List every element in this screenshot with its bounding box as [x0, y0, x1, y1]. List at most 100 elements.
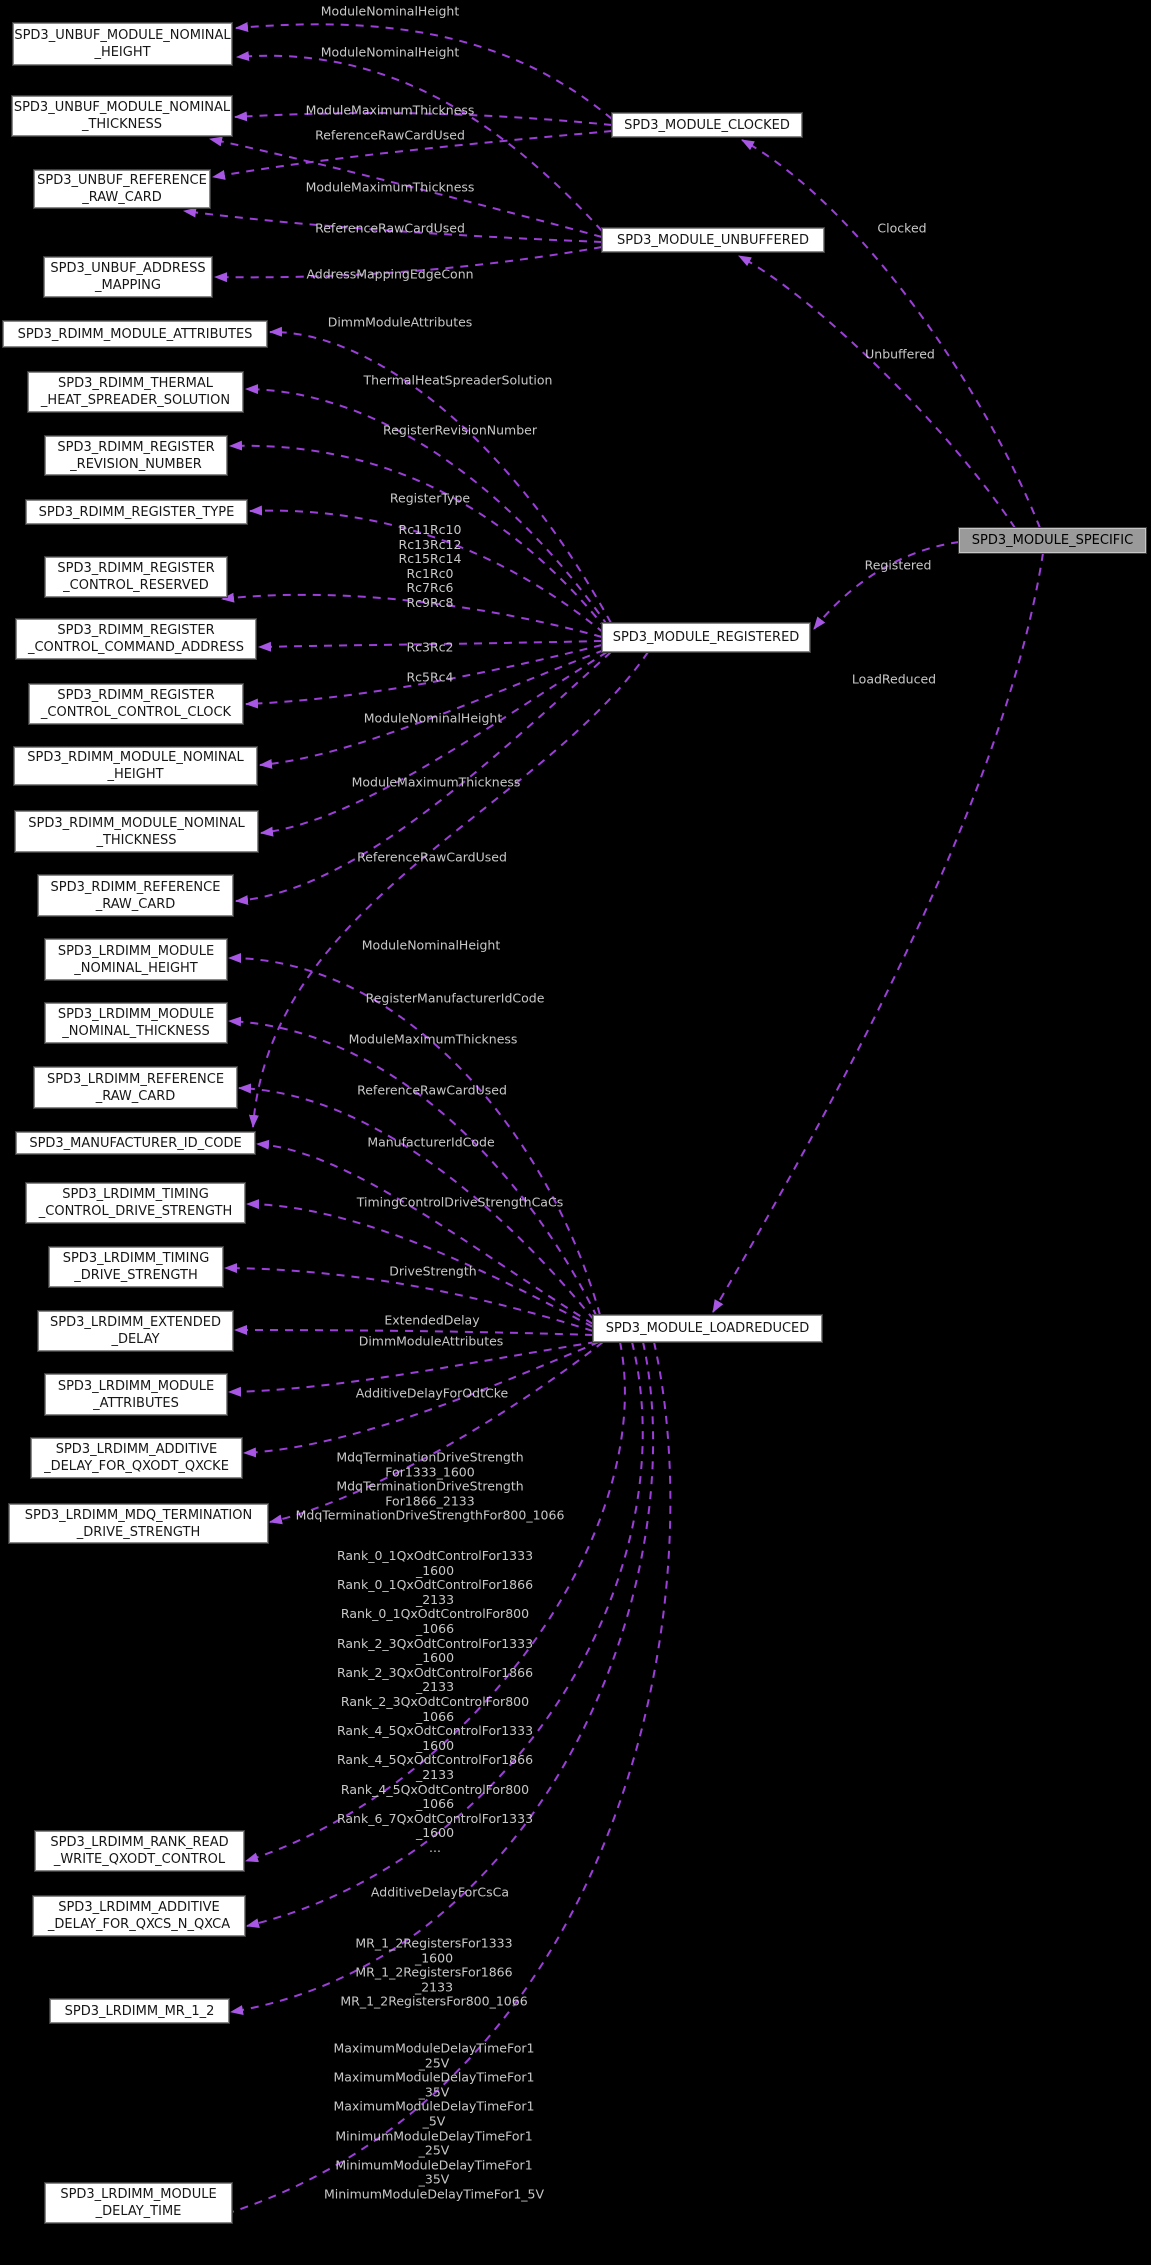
edge-registered-module-nominal-height	[259, 649, 605, 769]
node-label-line: _WRITE_QXODT_CONTROL	[53, 1852, 226, 1867]
node-label-line: _HEAT_SPREADER_SOLUTION	[40, 393, 231, 408]
node-label-line: SPD3_MODULE_SPECIFIC	[971, 533, 1134, 548]
node-spd3-lrdimm-additive-delay-for-qxcs-n-qxca[interactable]: SPD3_LRDIMM_ADDITIVE_DELAY_FOR_QXCS_N_QX…	[33, 1896, 245, 1936]
edge-unbuffered-reference-raw-card-used	[183, 207, 603, 243]
edge-label-loadreduced-timing-control-drive-strength: TimingControlDriveStrengthCaCs	[356, 1194, 564, 1210]
edge-loadreduced-extended-delay	[234, 1325, 594, 1336]
node-label-line: SPD3_RDIMM_MODULE_NOMINAL	[28, 815, 245, 831]
edge-label-registered-module-maximum-thickness: ModuleMaximumThickness	[351, 774, 521, 790]
edge-clocked-reference-raw-card-used	[212, 130, 613, 180]
node-label-line: SPD3_RDIMM_REGISTER	[57, 688, 215, 703]
node-label-line: _CONTROL_RESERVED	[63, 578, 209, 593]
edge-label-loadreduced-mdq-termination-drive-strength: MdqTerminationDriveStrength For1333_1600…	[295, 1449, 565, 1523]
edge-registered-register-type	[249, 505, 605, 634]
node-spd3-rdimm-module-nominal-thickness[interactable]: SPD3_RDIMM_MODULE_NOMINAL_THICKNESS	[15, 811, 258, 852]
node-spd3-module-loadreduced[interactable]: SPD3_MODULE_LOADREDUCED	[593, 1315, 822, 1342]
node-label-line: _MAPPING	[95, 278, 161, 293]
node-spd3-lrdimm-module-delay-time[interactable]: SPD3_LRDIMM_MODULE_DELAY_TIME	[45, 2183, 232, 2223]
node-label-line: SPD3_RDIMM_REGISTER	[57, 439, 215, 455]
node-spd3-rdimm-thermal-heat-spreader-solution[interactable]: SPD3_RDIMM_THERMAL_HEAT_SPREADER_SOLUTIO…	[28, 372, 243, 412]
node-label-line: _CONTROL_DRIVE_STRENGTH	[38, 1204, 233, 1219]
node-spd3-unbuf-reference-raw-card[interactable]: SPD3_UNBUF_REFERENCE_RAW_CARD	[34, 170, 210, 208]
node-spd3-rdimm-register-control-reserved[interactable]: SPD3_RDIMM_REGISTER_CONTROL_RESERVED	[45, 557, 227, 597]
edge-registered-thermal-heat-spreader-solution	[245, 384, 609, 627]
edge-label-registered-rc3rc2: Rc3Rc2	[406, 639, 454, 655]
node-spd3-rdimm-register-control-command-address[interactable]: SPD3_RDIMM_REGISTER _CONTROL_COMMAND_ADDR…	[16, 619, 256, 659]
node-spd3-lrdimm-mdq-termination-drive-strength[interactable]: SPD3_LRDIMM_MDQ_TERMINATION_DRIVE_STRENG…	[9, 1504, 268, 1543]
node-spd3-rdimm-module-nominal-height[interactable]: SPD3_RDIMM_MODULE_NOMINAL_HEIGHT	[14, 747, 257, 785]
node-spd3-rdimm-reference-raw-card[interactable]: SPD3_RDIMM_REFERENCE_RAW_CARD	[38, 875, 233, 916]
edge-loadreduced-module-delay-time	[198, 1341, 672, 2224]
node-spd3-unbuf-module-nominal-height[interactable]: SPD3_UNBUF_MODULE_NOMINAL_HEIGHT	[13, 23, 232, 65]
node-spd3-rdimm-register-type[interactable]: SPD3_RDIMM_REGISTER_TYPE	[26, 500, 247, 524]
node-spd3-lrdimm-additive-delay-for-qxodt-qxcke[interactable]: SPD3_LRDIMM_ADDITIVE _DELAY_FOR_QXODT_QXC…	[31, 1438, 242, 1478]
node-label-line: SPD3_LRDIMM_MDQ_TERMINATION	[24, 1507, 253, 1523]
node-label-line: _DRIVE_STRENGTH	[74, 1268, 198, 1283]
edge-specific-registered	[813, 541, 960, 630]
edge-specific-loadreduced	[712, 552, 1044, 1313]
edge-label-specific-registered: Registered	[864, 557, 932, 573]
node-spd3-module-specific[interactable]: SPD3_MODULE_SPECIFIC	[959, 528, 1146, 553]
node-label-line: SPD3_LRDIMM_ADDITIVE	[55, 1442, 218, 1457]
node-label-line: _DRIVE_STRENGTH	[76, 1524, 201, 1540]
edge-label-loadreduced-additive-delay-for-odt-cke: AdditiveDelayForOdtCke	[355, 1385, 509, 1401]
edge-clocked-module-nominal-height	[235, 22, 613, 120]
node-label-line: SPD3_LRDIMM_MODULE	[57, 1378, 215, 1394]
node-spd3-lrdimm-extended-delay[interactable]: SPD3_LRDIMM_EXTENDED_DELAY	[38, 1311, 233, 1351]
node-label-line: SPD3_LRDIMM_MODULE	[60, 2187, 217, 2202]
edge-label-unbuffered-module-maximum-thickness: ModuleMaximumThickness	[305, 179, 475, 195]
edge-registered-register-revision-number	[229, 440, 607, 630]
node-spd3-lrdimm-mr-1-2[interactable]: SPD3_LRDIMM_MR_1_2	[50, 1999, 229, 2023]
edge-registered-rc-reserved	[221, 592, 603, 638]
edge-registered-rc5rc4	[245, 644, 603, 709]
edge-label-unbuffered-address-mapping-edge-conn: AddressMappingEdgeConn	[306, 266, 474, 282]
node-label-line: SPD3_MODULE_CLOCKED	[624, 117, 790, 133]
node-label-line: SPD3_LRDIMM_EXTENDED	[50, 1315, 221, 1330]
node-label-line: SPD3_RDIMM_MODULE_ATTRIBUTES	[17, 326, 253, 342]
node-spd3-lrdimm-rank-read-write-qxodt-control[interactable]: SPD3_LRDIMM_RANK_READ_WRITE_QXODT_CONTRO…	[35, 1831, 244, 1871]
edge-registered-reference-raw-card-used	[235, 651, 612, 906]
node-spd3-rdimm-module-attributes[interactable]: SPD3_RDIMM_MODULE_ATTRIBUTES	[3, 321, 267, 347]
node-label-line: SPD3_LRDIMM_MR_1_2	[64, 2003, 215, 2019]
node-label-line: _NOMINAL_HEIGHT	[74, 960, 198, 976]
node-spd3-module-registered[interactable]: SPD3_MODULE_REGISTERED	[602, 623, 810, 652]
node-label-line: SPD3_RDIMM_REGISTER	[57, 623, 215, 638]
edge-label-specific-loadreduced: LoadReduced	[851, 671, 937, 687]
node-spd3-module-clocked[interactable]: SPD3_MODULE_CLOCKED	[612, 113, 802, 137]
edge-label-registered-register-revision-number: RegisterRevisionNumber	[383, 422, 537, 438]
node-label-line: _DELAY_FOR_QXODT_QXCKE	[44, 1459, 229, 1474]
node-spd3-lrdimm-module-nominal-height[interactable]: SPD3_LRDIMM_MODULE_NOMINAL_HEIGHT	[45, 939, 227, 980]
node-spd3-lrdimm-timing-control-drive-strength[interactable]: SPD3_LRDIMM_TIMING_CONTROL_DRIVE_STRENGT…	[26, 1183, 245, 1223]
edge-label-loadreduced-module-maximum-thickness: ModuleMaximumThickness	[348, 1031, 518, 1047]
node-spd3-module-unbuffered[interactable]: SPD3_MODULE_UNBUFFERED	[602, 228, 824, 252]
edge-loadreduced-dimm-module-attributes	[228, 1341, 597, 1397]
node-spd3-unbuf-address-mapping[interactable]: SPD3_UNBUF_ADDRESS_MAPPING	[44, 257, 212, 297]
node-spd3-lrdimm-module-attributes[interactable]: SPD3_LRDIMM_MODULE_ATTRIBUTES	[45, 1374, 227, 1415]
node-spd3-unbuf-module-nominal-thickness[interactable]: SPD3_UNBUF_MODULE_NOMINAL_THICKNESS	[12, 96, 232, 136]
node-label-line: SPD3_MODULE_REGISTERED	[612, 630, 800, 645]
node-spd3-rdimm-register-control-control-clock[interactable]: SPD3_RDIMM_REGISTER_CONTROL_CONTROL_CLOC…	[29, 684, 243, 724]
node-spd3-rdimm-register-revision-number[interactable]: SPD3_RDIMM_REGISTER_REVISION_NUMBER	[45, 436, 227, 475]
node-label-line: _RAW_CARD	[95, 896, 176, 912]
node-spd3-lrdimm-module-nominal-thickness[interactable]: SPD3_LRDIMM_MODULE_NOMINAL_THICKNESS	[45, 1003, 227, 1043]
edge-unbuffered-module-nominal-height	[236, 51, 603, 232]
edge-label-clocked-module-nominal-height: ModuleNominalHeight	[320, 3, 460, 19]
node-label-line: _HEIGHT	[94, 45, 151, 60]
edge-specific-clocked	[741, 139, 1041, 529]
edge-label-registered-reference-raw-card-used: ReferenceRawCardUsed	[357, 849, 507, 865]
node-label-line: SPD3_LRDIMM_REFERENCE	[46, 1071, 225, 1087]
edge-loadreduced-mr-1-2-registers	[230, 1341, 655, 2015]
node-spd3-lrdimm-reference-raw-card[interactable]: SPD3_LRDIMM_REFERENCE_RAW_CARD	[34, 1067, 237, 1108]
edge-loadreduced-additive-delay-for-odt-cke	[243, 1341, 600, 1458]
node-spd3-manufacturer-id-code[interactable]: SPD3_MANUFACTURER_ID_CODE	[16, 1132, 255, 1154]
node-label-line: SPD3_LRDIMM_MODULE	[57, 943, 215, 959]
edge-label-loadreduced-reference-raw-card-used: ReferenceRawCardUsed	[357, 1082, 507, 1098]
node-label-line: _RAW_CARD	[95, 1088, 176, 1104]
node-label-line: SPD3_LRDIMM_TIMING	[62, 1251, 210, 1266]
node-label-line: SPD3_LRDIMM_MODULE	[57, 1007, 215, 1022]
node-label-line: SPD3_MODULE_LOADREDUCED	[605, 1321, 810, 1336]
node-label-line: _CONTROL_COMMAND_ADDRESS	[27, 640, 245, 655]
node-spd3-lrdimm-timing-drive-strength[interactable]: SPD3_LRDIMM_TIMING _DRIVE_STRENGTH	[49, 1247, 223, 1287]
